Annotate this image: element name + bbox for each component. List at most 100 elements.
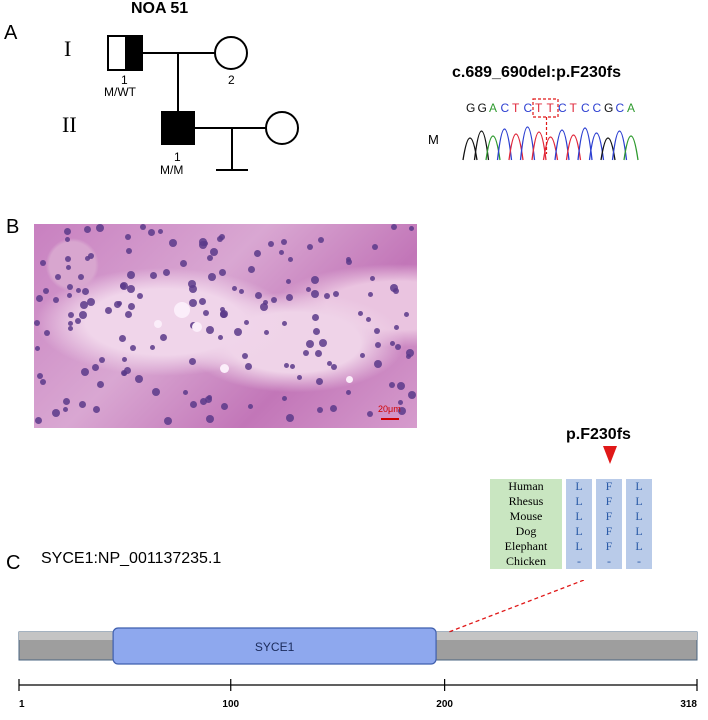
pedigree-i2-number: 2	[228, 73, 235, 87]
cell-nucleus	[331, 364, 337, 370]
base-call: T	[570, 101, 578, 115]
cell-nucleus	[324, 293, 330, 299]
vacuole	[174, 302, 190, 318]
cell-nucleus	[288, 257, 293, 262]
cell-nucleus	[220, 307, 225, 312]
vacuole	[346, 376, 353, 383]
pedigree-affected-male-symbol	[161, 111, 195, 145]
protein-title: SYCE1:NP_001137235.1	[41, 550, 222, 567]
cell-nucleus	[279, 250, 284, 255]
cell-nucleus	[64, 228, 71, 235]
cell-nucleus	[163, 269, 170, 276]
cell-nucleus	[84, 226, 91, 233]
mutation-label: c.689_690del:p.F230fs	[452, 64, 621, 81]
cell-nucleus	[254, 250, 261, 257]
cell-nucleus	[330, 405, 337, 412]
cell-nucleus	[389, 382, 395, 388]
cell-nucleus	[390, 341, 395, 346]
cell-nucleus	[183, 390, 188, 395]
cell-nucleus	[217, 236, 223, 242]
cell-nucleus	[207, 255, 213, 261]
cell-nucleus	[239, 289, 244, 294]
residue-cell: F	[596, 479, 622, 494]
axis-tick-label: 200	[436, 699, 453, 710]
cell-nucleus	[208, 273, 216, 281]
residue-cell: F	[596, 539, 622, 554]
axis-tick-label: 1	[19, 699, 25, 710]
base-call: T	[512, 101, 520, 115]
species-name: Human	[490, 479, 562, 494]
vacuole	[192, 322, 202, 332]
cell-nucleus	[318, 237, 324, 243]
cell-nucleus	[406, 354, 411, 359]
cell-nucleus	[79, 401, 86, 408]
cell-nucleus	[44, 330, 50, 336]
cell-nucleus	[366, 317, 371, 322]
cell-nucleus	[390, 284, 398, 292]
cell-nucleus	[408, 391, 416, 399]
cell-nucleus	[319, 339, 327, 347]
cell-nucleus	[67, 284, 73, 290]
pedigree-title: NOA 51	[131, 0, 189, 17]
cell-nucleus	[68, 326, 73, 331]
pedigree-female-symbol-1	[214, 36, 248, 70]
cell-nucleus	[52, 409, 60, 417]
cell-nucleus	[124, 367, 131, 374]
cell-nucleus	[96, 224, 104, 232]
cell-nucleus	[282, 396, 287, 401]
residue-cell: L	[626, 479, 652, 494]
base-call: A	[489, 101, 497, 115]
base-call: G	[466, 101, 475, 115]
domain-label: SYCE1	[255, 640, 295, 654]
cell-nucleus	[36, 295, 43, 302]
cell-nucleus	[271, 297, 277, 303]
cell-nucleus	[53, 297, 59, 303]
cell-nucleus	[315, 350, 322, 357]
cell-nucleus	[248, 266, 255, 273]
cell-nucleus	[409, 226, 414, 231]
cell-nucleus	[242, 353, 248, 359]
cell-nucleus	[190, 401, 197, 408]
cell-nucleus	[200, 398, 207, 405]
residue-cell: L	[566, 509, 592, 524]
cell-nucleus	[281, 239, 287, 245]
cell-nucleus	[397, 382, 405, 390]
base-call: C	[593, 101, 602, 115]
cell-nucleus	[286, 414, 294, 422]
cell-nucleus	[67, 293, 72, 298]
cell-nucleus	[286, 279, 291, 284]
residue-cell: L	[626, 539, 652, 554]
base-call: C	[524, 101, 533, 115]
cell-nucleus	[317, 407, 323, 413]
cell-nucleus	[92, 364, 99, 371]
cell-nucleus	[76, 288, 81, 293]
cell-nucleus	[150, 272, 157, 279]
cell-nucleus	[40, 260, 46, 266]
cell-nucleus	[199, 298, 206, 305]
cell-nucleus	[219, 269, 226, 276]
cell-nucleus	[210, 248, 218, 256]
cell-nucleus	[406, 349, 414, 357]
cell-nucleus	[34, 320, 40, 326]
cell-nucleus	[290, 364, 295, 369]
cell-nucleus	[128, 303, 135, 310]
cell-nucleus	[370, 276, 375, 281]
cell-nucleus	[311, 276, 319, 284]
cell-nucleus	[316, 378, 323, 385]
cell-nucleus	[232, 286, 237, 291]
cell-nucleus	[394, 325, 399, 330]
cell-nucleus	[130, 345, 136, 351]
cell-nucleus	[105, 307, 112, 314]
trace-peak	[623, 135, 639, 161]
cell-nucleus	[189, 358, 196, 365]
residue-cell: L	[626, 524, 652, 539]
panel-label-c: C	[6, 552, 21, 574]
cell-nucleus	[75, 318, 81, 324]
